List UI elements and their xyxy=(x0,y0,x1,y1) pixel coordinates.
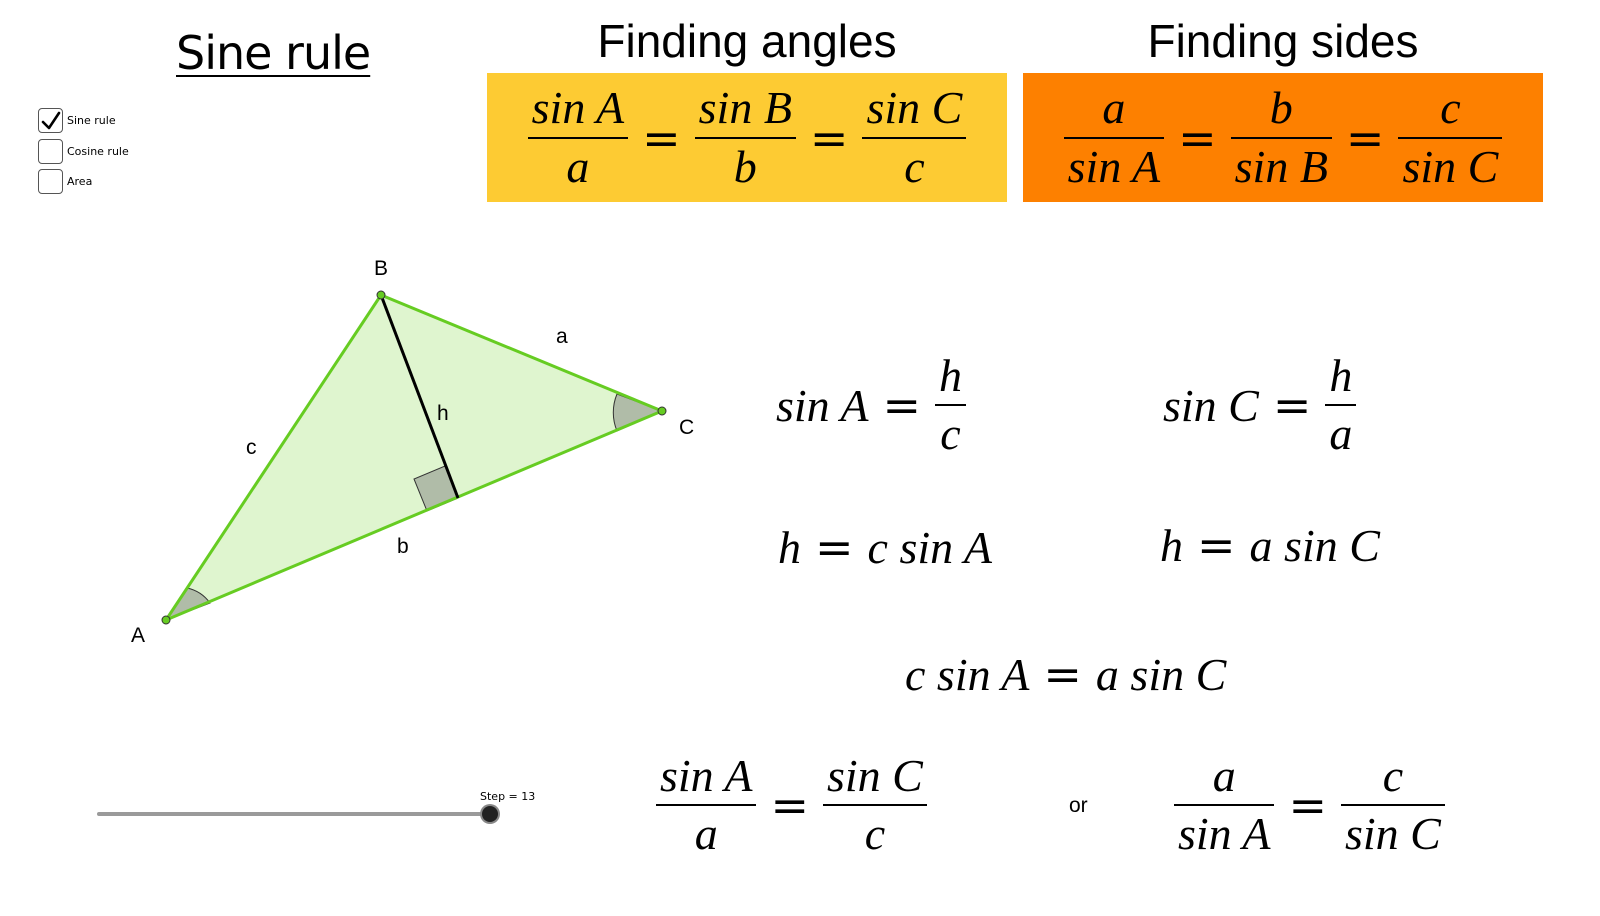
checkmark-icon xyxy=(41,111,60,129)
side-label-a: a xyxy=(556,325,568,348)
or-label: or xyxy=(1069,794,1088,817)
vertex-point-B[interactable] xyxy=(376,290,386,300)
side-a xyxy=(380,293,663,413)
vertex-point-A[interactable] xyxy=(161,615,171,625)
step-slider-handle[interactable] xyxy=(482,806,498,822)
vertex-label-A: A xyxy=(131,624,146,647)
checkbox-label: Sine rule xyxy=(67,114,116,127)
checkbox-cosine-rule[interactable]: Cosine rule xyxy=(38,139,129,164)
altitude-label-h: h xyxy=(437,402,449,425)
step-slider-label: Step = 13 xyxy=(480,790,536,803)
page-title: Sine rule xyxy=(176,26,371,80)
side-c xyxy=(164,294,383,621)
altitude-h xyxy=(379,294,460,499)
triangle-fill xyxy=(166,295,662,620)
step-slider-track[interactable] xyxy=(97,812,491,816)
checkbox-area[interactable]: Area xyxy=(38,169,92,194)
side-b xyxy=(165,409,663,622)
checkbox-label: Cosine rule xyxy=(67,145,129,158)
checkbox-box[interactable] xyxy=(38,108,63,133)
formula-h-from-A: h = c sin A xyxy=(778,520,992,574)
formula-h-from-C: h = a sin C xyxy=(1160,518,1380,572)
vertex-point-C[interactable] xyxy=(657,406,667,416)
formula-combined: c sin A = a sin C xyxy=(905,647,1227,701)
heading-finding-sides: Finding sides xyxy=(1147,15,1419,67)
checkbox-label: Area xyxy=(67,175,93,188)
checkbox-box[interactable] xyxy=(38,139,63,164)
checkbox-sine-rule[interactable]: Sine rule xyxy=(38,108,116,133)
side-label-b: b xyxy=(397,535,409,558)
heading-finding-angles: Finding angles xyxy=(597,15,897,67)
checkbox-box[interactable] xyxy=(38,169,63,194)
vertex-label-B: B xyxy=(374,257,389,280)
vertex-label-C: C xyxy=(679,416,695,439)
side-label-c: c xyxy=(246,436,257,459)
